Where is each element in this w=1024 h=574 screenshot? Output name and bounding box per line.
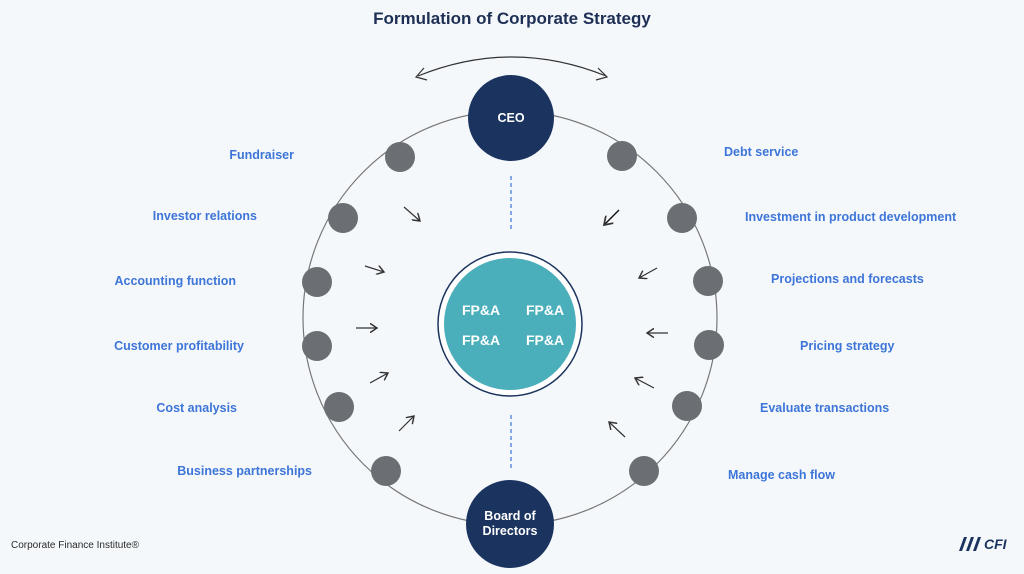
board-label: Board of Directors [482,509,538,538]
arrow-icon [609,422,626,438]
cfi-logo: CFI [958,536,1007,552]
arrow-icon [403,206,420,221]
left-label-customer-profitability: Customer profitability [114,339,244,353]
rotation-arrow [417,56,607,77]
right-label-debt-service: Debt service [724,145,799,159]
arrow-icon [398,416,414,432]
footer-credit: Corporate Finance Institute® [11,540,139,551]
rotation-arrow-head-right [595,67,609,81]
cfi-logo-text: CFI [984,536,1007,552]
left-node [302,331,332,361]
right-node [607,141,637,171]
fpa-label: FP&A [462,332,501,348]
ceo-node: CEO [468,75,554,161]
arrow-icon [369,373,388,384]
right-label-investment-product-development: Investment in product development [745,210,957,224]
arrow-icon [364,266,384,272]
left-node [385,142,415,172]
right-label-projections-forecasts: Projections and forecasts [771,272,924,286]
left-node [371,456,401,486]
left-node [324,392,354,422]
left-node [328,203,358,233]
left-label-accounting-function: Accounting function [114,274,236,288]
right-label-evaluate-transactions: Evaluate transactions [760,401,890,415]
fpa-label: FP&A [526,302,565,318]
left-node [302,267,332,297]
fpa-hub [444,258,576,390]
left-label-investor-relations: Investor relations [152,209,257,223]
cfi-logo-icon [959,537,981,551]
right-node [667,203,697,233]
rotation-arrow-head-left [414,67,428,81]
right-label-manage-cash-flow: Manage cash flow [728,468,835,482]
left-label-business-partnerships: Business partnerships [177,464,312,478]
diagram-title: Formulation of Corporate Strategy [373,9,651,28]
ceo-label: CEO [497,110,525,125]
arrow-icon [639,267,658,278]
right-node [694,330,724,360]
right-node [629,456,659,486]
left-label-cost-analysis: Cost analysis [156,401,237,415]
board-node: Board of Directors [466,480,554,568]
fpa-label: FP&A [462,302,501,318]
right-node [693,266,723,296]
left-label-fundraiser: Fundraiser [229,148,294,162]
fpa-label: FP&A [526,332,565,348]
arrow-icon [604,209,620,225]
right-label-pricing-strategy: Pricing strategy [800,339,895,353]
arrow-icon [635,378,655,389]
right-node [672,391,702,421]
